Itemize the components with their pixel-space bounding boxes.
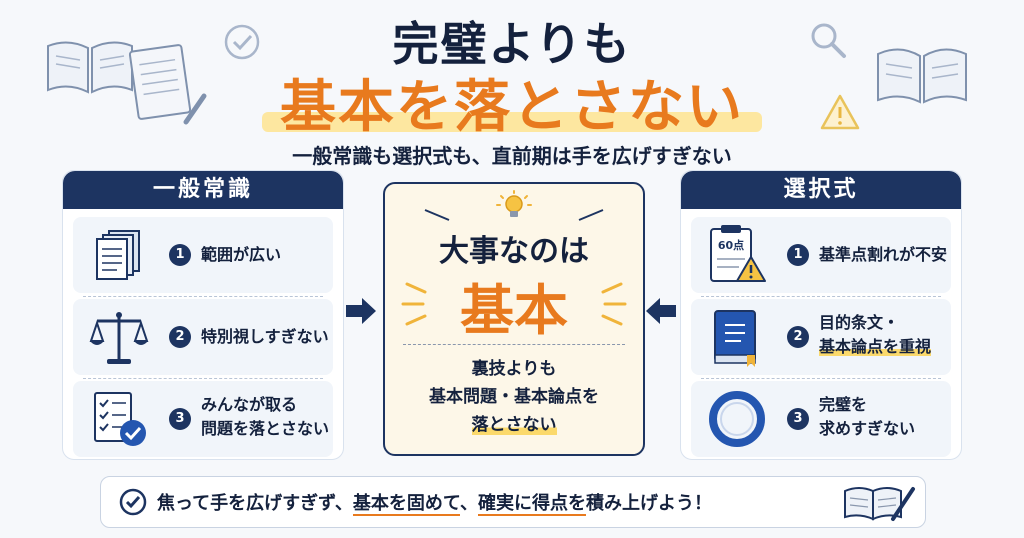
item-number: 1 bbox=[787, 244, 809, 266]
list-item: 1 範囲が広い bbox=[73, 217, 333, 293]
item-text-line2: 求めすぎない bbox=[819, 419, 916, 438]
footer-message: 焦って手を広げすぎず、基本を固めて、確実に得点を積み上げよう！ bbox=[157, 489, 712, 516]
item-text-line1: 目的条文・ bbox=[819, 313, 900, 332]
open-book-icon bbox=[47, 41, 133, 94]
center-text-line3: 落とさない bbox=[385, 410, 643, 435]
item-text-line1: みんなが取る bbox=[201, 395, 298, 414]
book-pen-icon bbox=[844, 487, 915, 521]
open-book-icon bbox=[877, 48, 967, 104]
divider bbox=[701, 296, 941, 297]
warning-triangle-icon bbox=[820, 94, 860, 130]
item-number: 2 bbox=[787, 326, 809, 348]
title-highlight bbox=[262, 112, 762, 132]
documents-icon bbox=[96, 230, 140, 280]
checklist-icon bbox=[94, 392, 146, 446]
item-number: 1 bbox=[169, 244, 191, 266]
divider bbox=[403, 344, 625, 345]
subtitle: 一般常識も選択式も、直前期は手を広げすぎない bbox=[292, 144, 732, 168]
fill-in-panel: 選択式 60点 1 基準点割れが不安 2 目的条文・ 基本論点を重視 bbox=[680, 170, 962, 460]
general-knowledge-panel: 一般常識 1 範囲が広い 2 特別視しすぎない bbox=[62, 170, 344, 460]
score-badge: 60点 bbox=[718, 238, 744, 252]
burst-lines-icon bbox=[401, 282, 627, 326]
divider bbox=[83, 296, 323, 297]
footer-text: 、 bbox=[459, 493, 478, 514]
footer-text: 積み上げよう！ bbox=[585, 493, 712, 514]
list-item: 60点 1 基準点割れが不安 bbox=[691, 217, 951, 293]
item-text-line2: 問題を落とさない bbox=[201, 419, 330, 438]
item-text-line1: 完璧を bbox=[819, 395, 868, 414]
panel-heading: 選択式 bbox=[681, 171, 961, 209]
book-icon bbox=[714, 310, 756, 367]
item-text-line2: 基本論点を重視 bbox=[819, 335, 932, 359]
footer-banner: 焦って手を広げすぎず、基本を固めて、確実に得点を積み上げよう！ bbox=[100, 476, 926, 528]
lightbulb-icon bbox=[496, 190, 532, 217]
panel-heading: 一般常識 bbox=[63, 171, 343, 209]
footer-emphasis: 確実に得点を bbox=[477, 493, 586, 516]
arrow-right-icon bbox=[346, 298, 376, 324]
notepad-icon bbox=[128, 44, 207, 125]
footer-emphasis: 基本を固めて bbox=[352, 493, 460, 516]
list-item: 3 完璧を 求めすぎない bbox=[691, 381, 951, 457]
magnifier-icon bbox=[811, 23, 846, 58]
page-title-line2: 基本を落とさない bbox=[280, 75, 744, 140]
center-keyword: 基本 bbox=[460, 279, 568, 342]
divider bbox=[83, 378, 323, 379]
footer-text: 焦って手を広げすぎず、 bbox=[157, 493, 353, 514]
check-circle-icon bbox=[224, 24, 260, 60]
center-text-line2: 基本問題・基本論点を bbox=[429, 387, 599, 407]
list-item: 2 特別視しすぎない bbox=[73, 299, 333, 375]
highlighted-text: 落とさない bbox=[471, 415, 557, 435]
item-text: 特別視しすぎない bbox=[201, 327, 329, 346]
item-text: 基準点割れが不安 bbox=[819, 245, 948, 264]
list-item: 2 目的条文・ 基本論点を重視 bbox=[691, 299, 951, 375]
center-heading: 大事なのは bbox=[439, 234, 589, 269]
center-text-line1: 裏技よりも bbox=[471, 359, 557, 379]
check-circle-icon bbox=[119, 488, 147, 516]
center-card: 大事なのは 基本 裏技よりも 基本問題・基本論点を 落とさない bbox=[383, 182, 645, 456]
list-item: 3 みんなが取る 問題を落とさない bbox=[73, 381, 333, 457]
divider bbox=[701, 378, 941, 379]
sparkle-lines-icon bbox=[424, 209, 604, 221]
ring-icon bbox=[709, 391, 765, 447]
item-number: 3 bbox=[787, 408, 809, 430]
page-title-line2-wrap: 基本を落とさない bbox=[262, 62, 762, 140]
item-number: 3 bbox=[169, 408, 191, 430]
item-text: 範囲が広い bbox=[201, 245, 282, 264]
arrow-left-icon bbox=[646, 298, 676, 324]
clipboard-warning-icon: 60点 bbox=[710, 225, 766, 282]
highlighted-text: 基本論点を重視 bbox=[819, 337, 932, 356]
item-number: 2 bbox=[169, 326, 191, 348]
page-title-line1: 完璧よりも bbox=[392, 17, 632, 71]
scales-icon bbox=[89, 312, 149, 364]
